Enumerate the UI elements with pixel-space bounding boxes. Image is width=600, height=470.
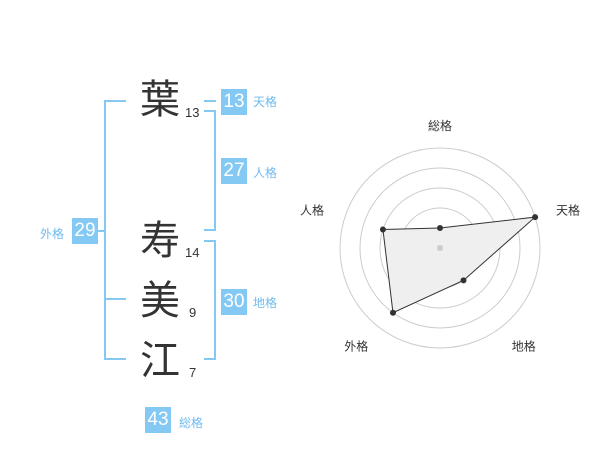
- tenkaku-bracket: [204, 100, 216, 102]
- radar-point: [437, 225, 443, 231]
- radar-center-dot: [437, 245, 443, 251]
- stroke-count-4: 7: [189, 365, 197, 380]
- radar-axis-label: 人格: [300, 202, 324, 217]
- soukaku-label: 総格: [179, 416, 204, 430]
- tenkaku-value-badge: 13: [221, 89, 247, 115]
- stroke-count-3: 9: [189, 305, 197, 320]
- radar-point: [379, 226, 386, 233]
- radar-points: [379, 214, 539, 316]
- radar-grid-ring: [339, 147, 541, 349]
- radar-point: [532, 214, 539, 221]
- radar-series-area: [382, 216, 537, 314]
- radar-axis-label: 外格: [344, 339, 368, 354]
- gaikaku-value-badge: 29: [72, 218, 98, 244]
- name-char-2: 寿: [140, 218, 180, 264]
- radar-axis-label: 天格: [556, 202, 580, 217]
- jinkaku-bracket: [204, 110, 216, 231]
- jinkaku-label: 人格: [253, 166, 278, 180]
- radar-point: [389, 309, 396, 316]
- name-char-3: 美: [140, 278, 180, 324]
- radar-point: [460, 277, 467, 284]
- gaikaku-label: 外格: [40, 227, 65, 241]
- soukaku-value-badge: 43: [145, 407, 171, 433]
- radar-grid-ring: [359, 167, 521, 329]
- stroke-count-1: 13: [185, 105, 200, 120]
- tenkaku-label: 天格: [253, 95, 278, 109]
- jinkaku-value-badge: 27: [221, 158, 247, 184]
- chikaku-value-badge: 30: [221, 289, 247, 315]
- radar-axis-label: 総格: [428, 118, 452, 133]
- gaikaku-tick: [98, 230, 106, 232]
- gaikaku-connector: [104, 298, 126, 300]
- chikaku-bracket: [204, 240, 216, 360]
- name-char-4: 江: [140, 338, 180, 384]
- name-char-1: 葉: [140, 77, 180, 123]
- stroke-count-2: 14: [185, 245, 200, 260]
- radar-axis-label: 地格: [512, 339, 536, 354]
- chikaku-label: 地格: [253, 296, 278, 310]
